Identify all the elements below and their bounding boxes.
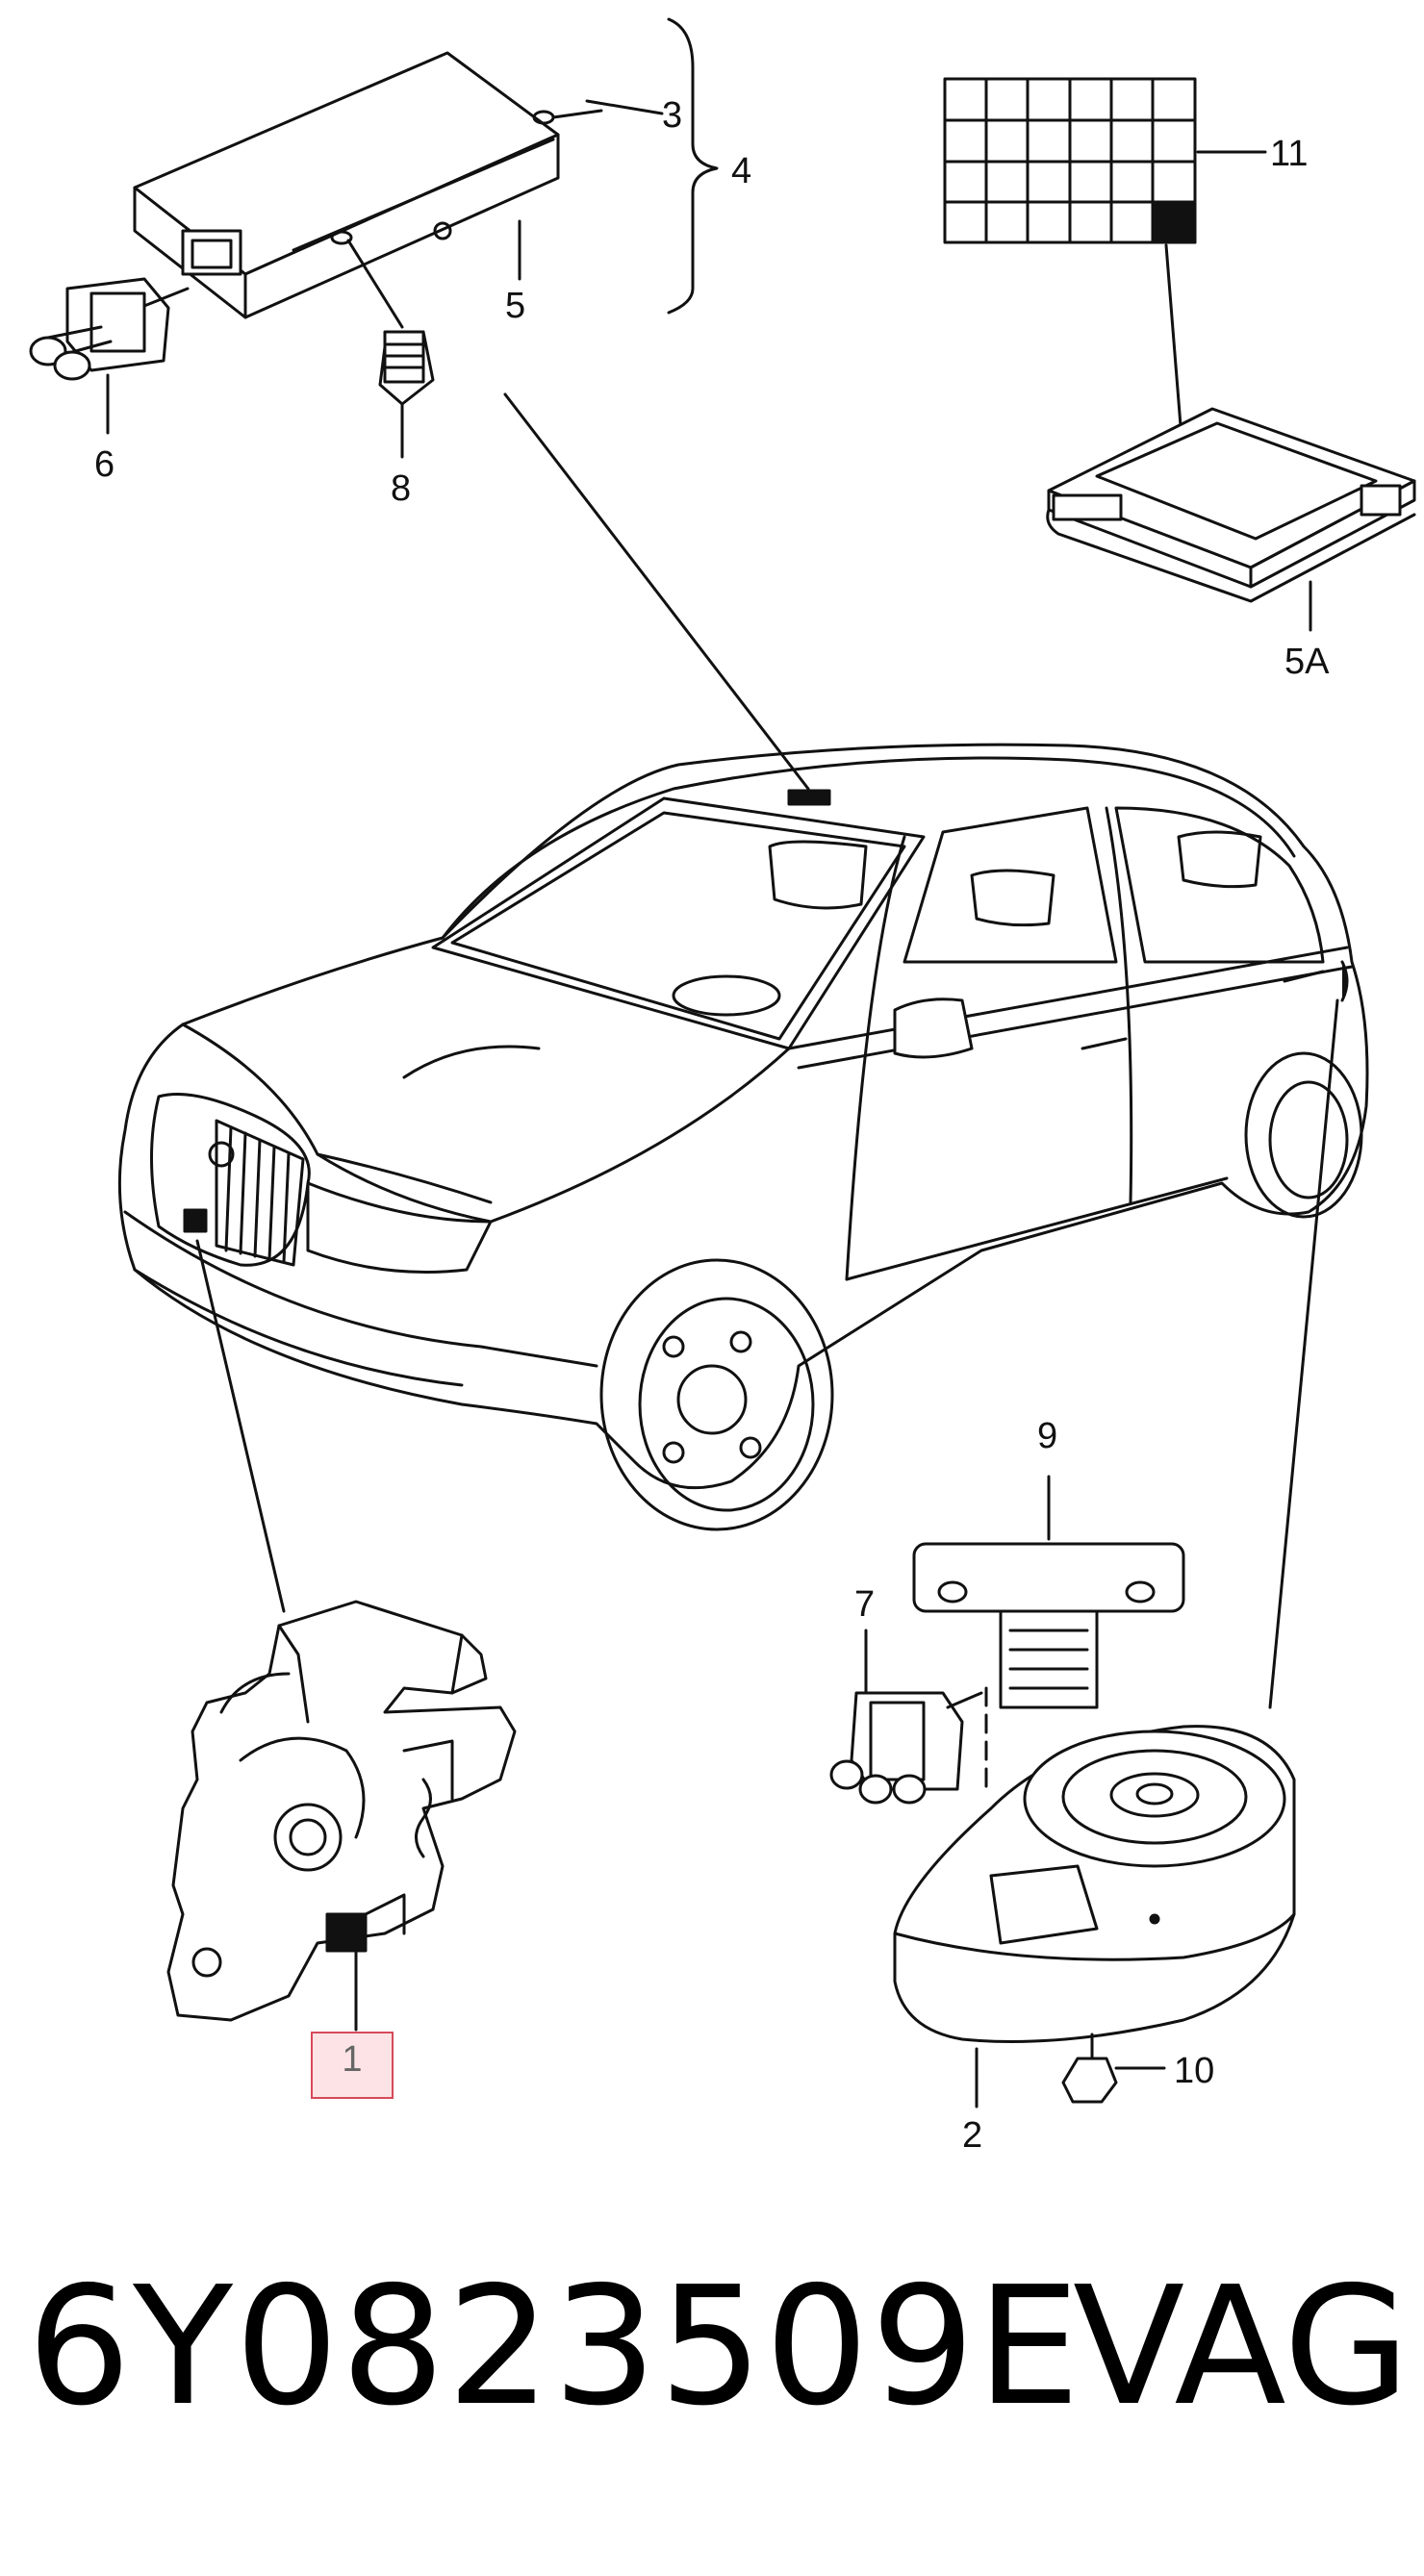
callout-11: 11 — [1270, 134, 1308, 174]
callout-5a: 5A — [1284, 642, 1330, 682]
callout-7: 7 — [854, 1584, 875, 1625]
car-illustration — [117, 743, 1369, 1531]
connector-7 — [829, 1629, 988, 1805]
callout-4: 4 — [731, 151, 751, 191]
callout-10: 10 — [1174, 2051, 1214, 2091]
callout-6: 6 — [94, 444, 114, 485]
callout-2: 2 — [962, 2115, 982, 2156]
callout-8: 8 — [391, 468, 411, 509]
nut-10 — [1061, 2033, 1166, 2104]
callout-5: 5 — [505, 286, 525, 326]
brand-name: VAG — [1073, 2252, 1411, 2442]
label-grid-11 — [943, 77, 1267, 464]
callout-labels: 3 4 5 6 8 11 5A 9 7 10 2 — [94, 95, 1330, 2156]
callout-1: 1 — [342, 2039, 363, 2080]
control-module — [133, 51, 560, 319]
connector-6 — [29, 277, 190, 435]
bracket-9 — [912, 1475, 1185, 1709]
highlight-box — [311, 2032, 394, 2099]
horn-2 — [893, 1725, 1296, 2109]
callout-3: 3 — [662, 95, 682, 136]
bolt-8 — [346, 239, 435, 459]
hood-lock-1 — [166, 1600, 517, 2032]
control-unit-5a — [1046, 407, 1416, 632]
part-number: 6Y0823509E — [27, 2252, 1082, 2442]
callout-9: 9 — [1037, 1416, 1057, 1456]
